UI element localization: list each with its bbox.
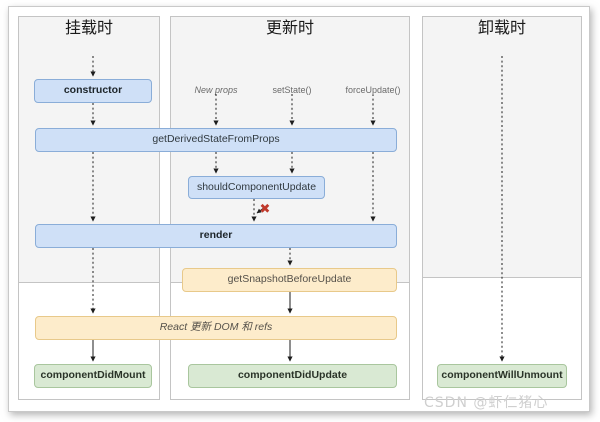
watermark-text: CSDN @虾仁猪心: [424, 395, 549, 411]
node-component-did-mount[interactable]: componentDidMount: [34, 364, 152, 388]
skip-render-x-icon: ✖: [259, 202, 271, 217]
node-should-component-update[interactable]: shouldComponentUpdate: [188, 176, 325, 199]
node-component-will-unmount[interactable]: componentWillUnmount: [437, 364, 567, 388]
node-react-updates-dom-and-refs[interactable]: React 更新 DOM 和 refs: [35, 316, 397, 340]
trigger-label-set-state: setState(): [272, 85, 312, 95]
phase-column-unmount: [422, 16, 582, 400]
node-constructor[interactable]: constructor: [34, 79, 152, 103]
phase-column-mount: [18, 16, 160, 400]
trigger-label-new-props: New props: [194, 85, 238, 95]
node-get-derived-state-from-props[interactable]: getDerivedStateFromProps: [35, 128, 397, 152]
phase-title-mount: 挂载时: [64, 18, 113, 37]
node-get-snapshot-before-update[interactable]: getSnapshotBeforeUpdate: [182, 268, 397, 292]
phase-title-update: 更新时: [265, 18, 314, 37]
phase-title-unmount: 卸载时: [477, 18, 526, 37]
phase-column-update: [170, 16, 410, 400]
node-render[interactable]: render: [35, 224, 397, 248]
trigger-label-force-update: forceUpdate(): [345, 85, 401, 95]
node-component-did-update[interactable]: componentDidUpdate: [188, 364, 397, 388]
